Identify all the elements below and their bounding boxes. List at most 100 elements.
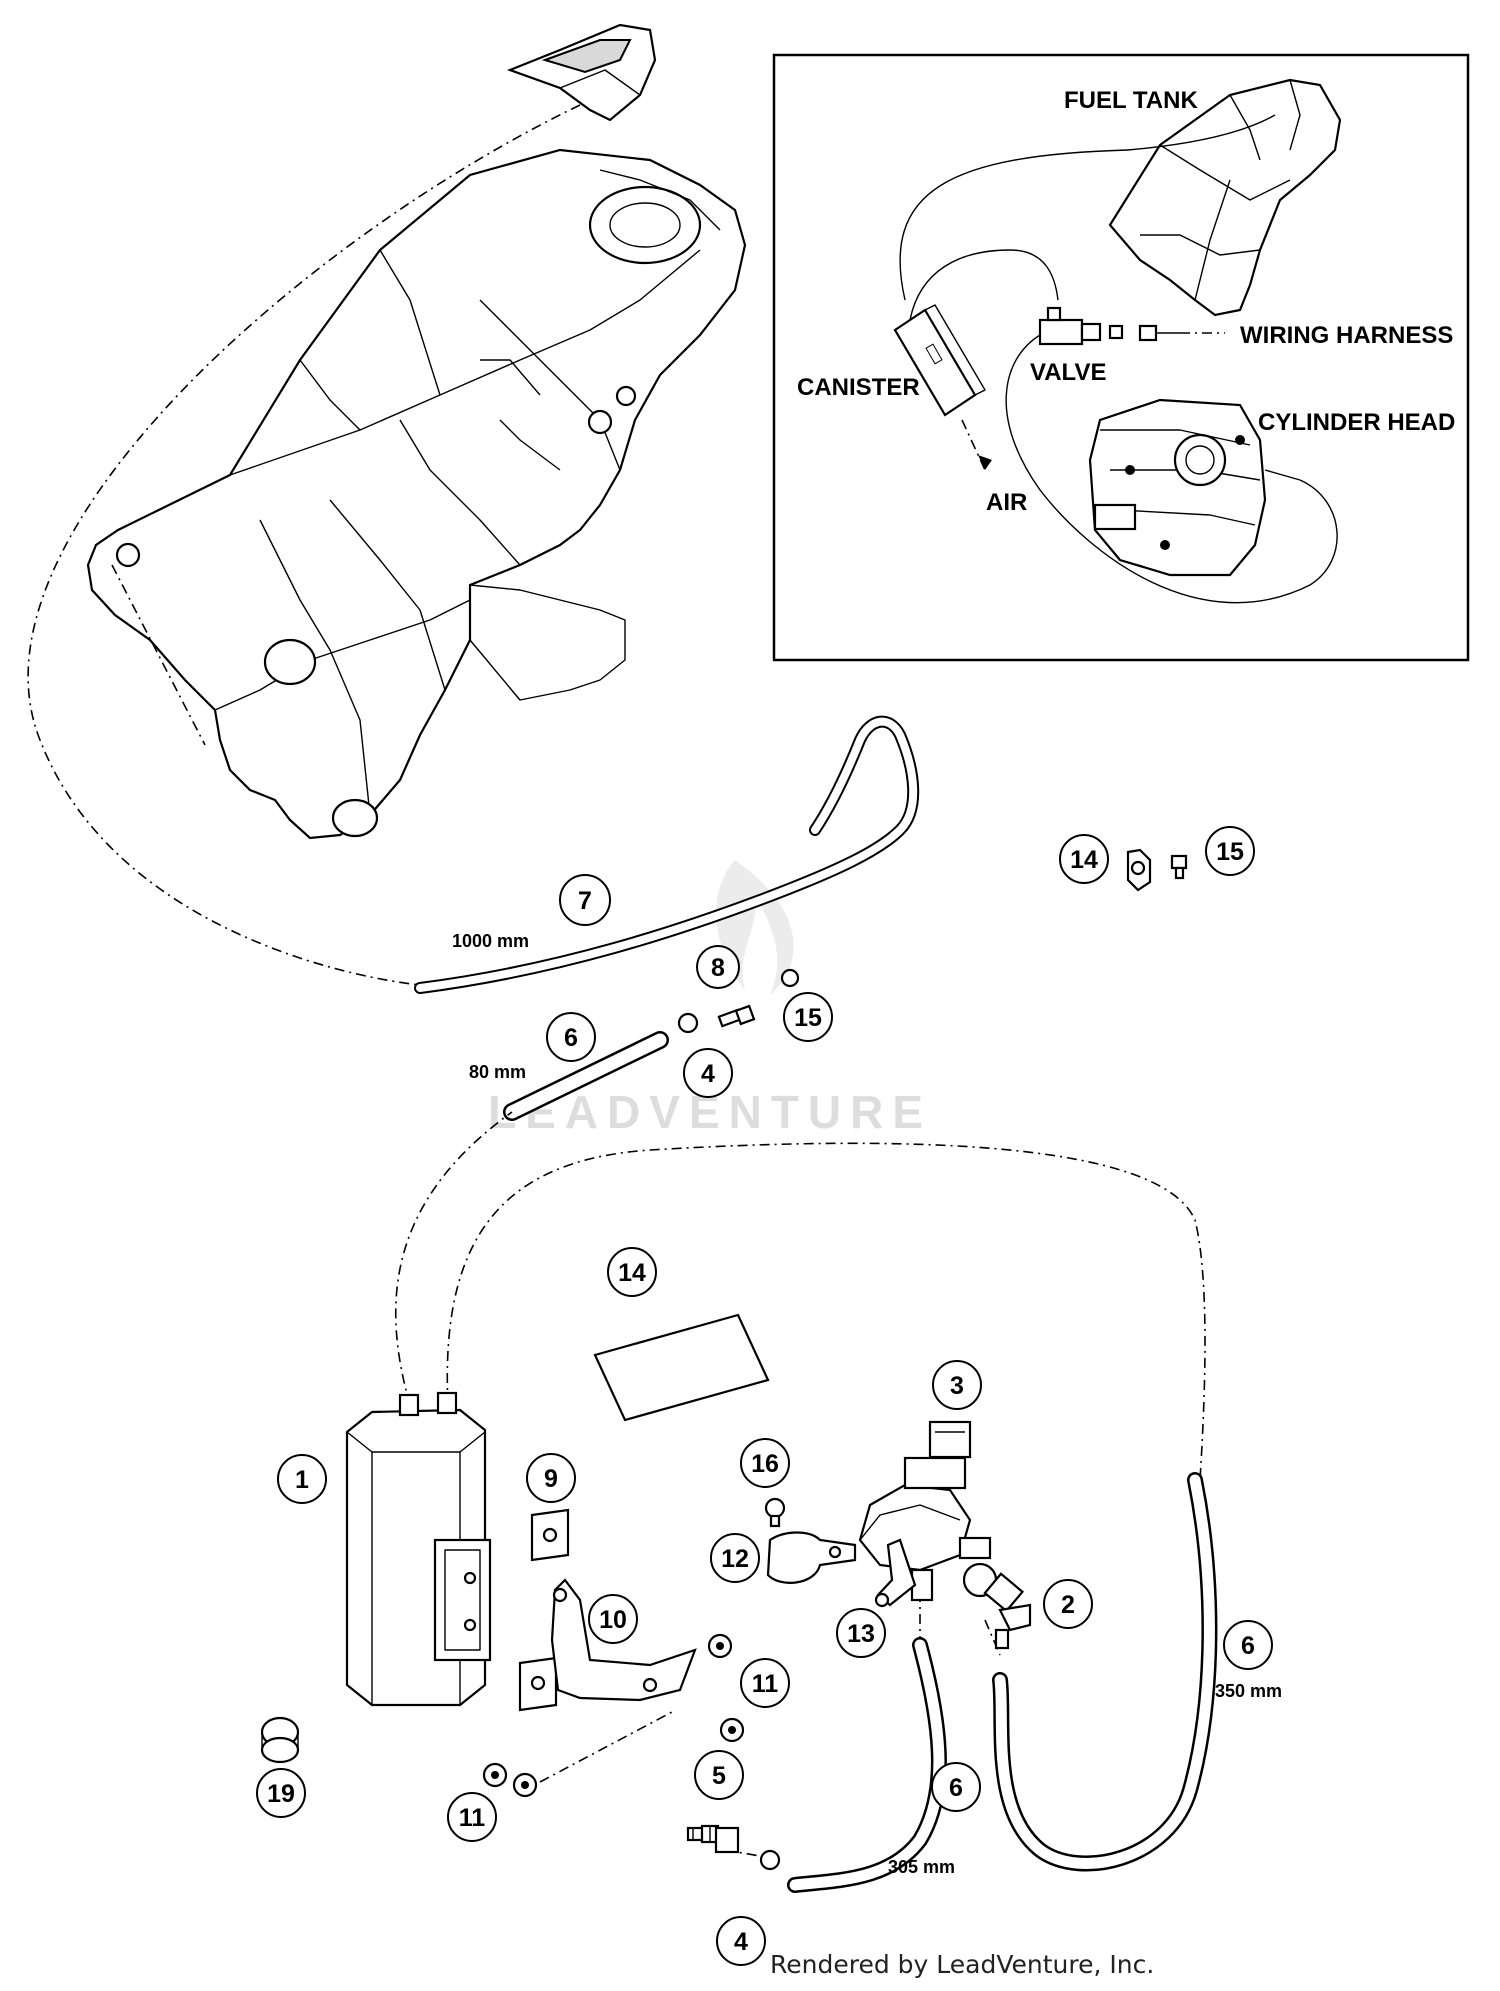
inset-tank-line: [1127, 114, 1276, 151]
callout-15-number: 15: [794, 1004, 822, 1032]
callout-7: 7: [559, 874, 611, 926]
bracket-10: [550, 1578, 697, 1702]
dimension-hose-7: 1000 mm: [452, 931, 529, 951]
hose-7-fill: [416, 717, 918, 992]
label-air: AIR: [986, 489, 1027, 516]
label-valve: VALVE: [1030, 359, 1106, 386]
label-canister: CANISTER: [797, 374, 920, 401]
dimension-hose-6-long: 350 mm: [1215, 1681, 1282, 1701]
label-wiring-harness: WIRING HARNESS: [1240, 322, 1453, 349]
screw-18: [1170, 854, 1188, 880]
callout-13-number: 13: [847, 1620, 875, 1648]
callout-6-short-number: 6: [564, 1024, 578, 1052]
connector-2: [962, 1562, 1032, 1650]
inset-hose: [909, 249, 1059, 321]
callout-15: 15: [783, 992, 833, 1042]
callout-5: 5: [694, 1750, 744, 1800]
callout-6-mid: 6: [931, 1762, 981, 1812]
clamp-4-lower: [759, 1849, 781, 1871]
callout-10: 10: [588, 1594, 638, 1644]
clamp-15: [780, 968, 800, 988]
canister-1: [345, 1391, 492, 1707]
callout-4-upper-number: 4: [701, 1060, 715, 1088]
hose-6-long-fill: [994, 1474, 1215, 1869]
callout-13: 13: [836, 1608, 886, 1658]
callout-19: 19: [256, 1768, 306, 1818]
callout-17-number: 14: [1070, 846, 1098, 874]
inset-hose: [1005, 334, 1338, 604]
callout-16: 16: [740, 1438, 790, 1488]
callout-17: 14: [1059, 834, 1109, 884]
label-cylinder-head: CYLINDER HEAD: [1258, 409, 1455, 436]
callout-2: 2: [1043, 1579, 1093, 1629]
dimension-hose-6-mid: 305 mm: [888, 1857, 955, 1877]
fuel-tank-drawing: [86, 148, 747, 840]
clamp-12: [766, 1531, 857, 1584]
schematic-inset-frame: [772, 53, 1470, 662]
callout-11-upper: 11: [740, 1658, 790, 1708]
inset-fuel-tank-drawing: [1108, 78, 1342, 317]
callout-18: 15: [1205, 826, 1255, 876]
routing-dashline: [446, 1142, 1206, 1481]
assembly-dashline: [27, 104, 581, 986]
callout-1-number: 1: [295, 1466, 309, 1494]
callout-11-upper-number: 11: [752, 1670, 779, 1698]
callout-6-long-number: 6: [1241, 1632, 1255, 1660]
inset-cylinder-head-drawing: [1088, 398, 1267, 577]
callout-5-number: 5: [712, 1762, 726, 1790]
bracket-13: [874, 1538, 917, 1608]
bracket-9-lower: [518, 1656, 558, 1712]
inset-canister-drawing: [893, 304, 986, 417]
inset-head-line: [1264, 469, 1301, 481]
inset-valve-drawing: [1038, 306, 1180, 346]
clamp-4: [677, 1012, 699, 1034]
routing-dashline: [984, 1619, 1001, 1656]
callout-11-lower: 11: [447, 1792, 497, 1842]
callout-16-number: 16: [751, 1450, 779, 1478]
callout-4-lower-number: 4: [734, 1928, 748, 1956]
callout-2-number: 2: [1061, 1591, 1075, 1619]
callout-6-short: 6: [546, 1012, 596, 1062]
inset-air-arrowhead: [978, 455, 992, 470]
callout-9: 9: [526, 1453, 576, 1503]
callout-8: 8: [696, 945, 740, 989]
label-fuel-tank: FUEL TANK: [1064, 87, 1198, 114]
hose-6-short-fill: [505, 1033, 667, 1119]
fitting-8: [717, 1004, 756, 1028]
inset-hose: [899, 149, 1129, 301]
fitting-5: [686, 1824, 740, 1854]
screw-11-upper-b: [719, 1717, 745, 1743]
screw-16: [764, 1497, 786, 1528]
callout-3: 3: [932, 1360, 982, 1410]
sheet-14: [593, 1313, 770, 1422]
callout-12-number: 12: [721, 1545, 749, 1573]
screw-11-upper-a: [707, 1633, 733, 1659]
callout-14-number: 14: [618, 1259, 646, 1287]
callout-12: 12: [710, 1533, 760, 1583]
callout-8-number: 8: [711, 954, 725, 982]
fuel-cap-drawing: [506, 23, 657, 122]
callout-18-number: 15: [1216, 838, 1244, 866]
bracket-9: [530, 1508, 570, 1562]
assembly-dashline: [539, 1711, 673, 1783]
callout-1: 1: [277, 1454, 327, 1504]
render-credit: Rendered by LeadVenture, Inc.: [770, 1950, 1154, 1979]
screw-11-lower: [482, 1762, 538, 1798]
clip-17: [1126, 848, 1152, 892]
callout-4-lower: 4: [716, 1916, 766, 1966]
callout-6-mid-number: 6: [949, 1774, 963, 1802]
callout-4-upper: 4: [683, 1048, 733, 1098]
callout-7-number: 7: [578, 887, 592, 915]
callout-3-number: 3: [950, 1372, 964, 1400]
callout-9-number: 9: [544, 1465, 558, 1493]
callout-10-number: 10: [599, 1606, 627, 1634]
hose-6-mid-fill: [789, 1639, 945, 1891]
rubber-19: [260, 1716, 300, 1764]
dimension-hose-6-short: 80 mm: [469, 1062, 526, 1082]
callout-6-long: 6: [1223, 1620, 1273, 1670]
routing-dashline: [395, 1111, 513, 1406]
callout-19-number: 19: [267, 1780, 295, 1808]
callout-11-lower-number: 11: [459, 1804, 486, 1832]
callout-14: 14: [607, 1247, 657, 1297]
